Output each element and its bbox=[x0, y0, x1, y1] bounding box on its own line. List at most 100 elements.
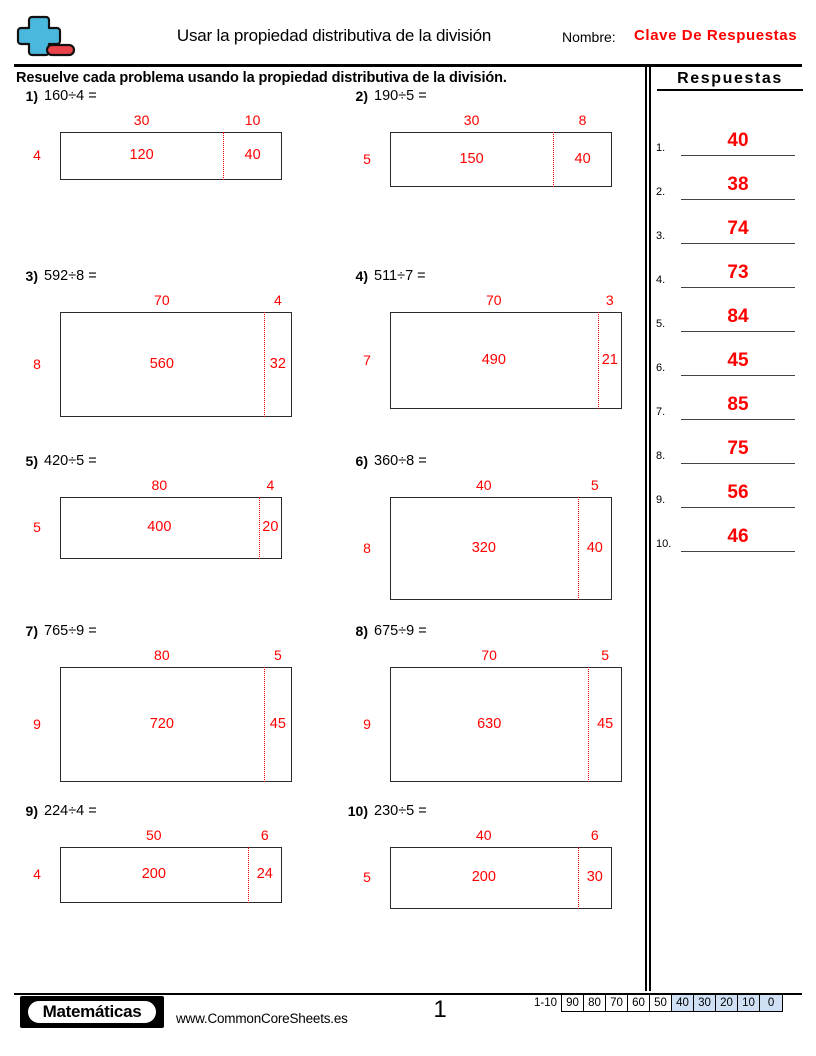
footer-divider bbox=[14, 993, 802, 995]
problem-statement: 5)420÷5 = bbox=[0, 453, 645, 475]
segment-divider bbox=[263, 667, 265, 782]
scale-cell: 50 bbox=[650, 995, 673, 1011]
model-rectangle bbox=[60, 132, 282, 180]
divisor-label: 8 bbox=[33, 355, 41, 372]
scale-cell: 80 bbox=[584, 995, 607, 1011]
left-partial-product: 400 bbox=[147, 519, 172, 535]
name-value: Clave De Respuestas bbox=[634, 27, 798, 44]
problem-number: 2) bbox=[355, 88, 368, 104]
model-rectangle bbox=[390, 132, 612, 187]
problem-number: 6) bbox=[355, 453, 368, 469]
scale-cell: 30 bbox=[694, 995, 717, 1011]
answer-blank-line bbox=[681, 154, 795, 156]
scale-range-label: 1-10 bbox=[534, 997, 558, 1009]
answer-blank-line bbox=[681, 330, 795, 332]
problem-expression: 765÷9 = bbox=[44, 623, 97, 639]
answer-number: 8. bbox=[656, 450, 666, 462]
right-partial-label: 8 bbox=[578, 112, 587, 128]
left-partial-label: 80 bbox=[154, 647, 170, 663]
divisor-label: 5 bbox=[33, 519, 41, 535]
problem-expression: 224÷4 = bbox=[44, 803, 97, 819]
problem-statement: 6) 360÷8 = bbox=[0, 453, 645, 475]
problem-statement: 10)230÷5 = bbox=[0, 803, 645, 825]
answer-row: 10.46 bbox=[655, 508, 801, 552]
left-partial-product: 200 bbox=[141, 866, 166, 882]
segment-divider bbox=[577, 847, 579, 909]
segment-divider bbox=[263, 312, 265, 417]
model-rectangle bbox=[60, 312, 292, 417]
left-partial-product: 320 bbox=[471, 539, 496, 556]
right-partial-label: 3 bbox=[605, 292, 614, 308]
left-partial-label: 70 bbox=[481, 647, 497, 663]
divisor-label: 4 bbox=[33, 147, 41, 163]
left-partial-product: 150 bbox=[459, 150, 484, 167]
answer-blank-line bbox=[681, 550, 795, 552]
segment-divider bbox=[588, 667, 590, 782]
left-partial-product: 720 bbox=[149, 715, 174, 732]
problem-number: 8) bbox=[355, 623, 368, 639]
divisor-label: 8 bbox=[363, 539, 371, 556]
answer-blank-line bbox=[681, 198, 795, 200]
scale-cell: 70 bbox=[606, 995, 629, 1011]
right-partial-product: 40 bbox=[244, 147, 261, 163]
right-partial-label: 4 bbox=[266, 477, 275, 493]
left-partial-product: 490 bbox=[481, 351, 506, 368]
right-partial-label: 5 bbox=[273, 647, 282, 663]
brand-label: Matemáticas bbox=[26, 999, 158, 1025]
right-partial-label: 5 bbox=[590, 477, 599, 493]
answers-heading: Respuestas bbox=[657, 70, 803, 91]
scale-cell: 40 bbox=[672, 995, 695, 1011]
segment-divider bbox=[597, 312, 599, 409]
answer-value: 45 bbox=[727, 350, 749, 371]
problem-number: 9) bbox=[25, 803, 38, 819]
answer-row: 1.40 bbox=[655, 112, 801, 156]
right-partial-label: 4 bbox=[273, 292, 282, 308]
divisor-label: 9 bbox=[363, 715, 371, 732]
answer-row: 9.56 bbox=[655, 464, 801, 508]
problem-expression: 360÷8 = bbox=[374, 453, 427, 469]
divisor-label: 4 bbox=[33, 866, 41, 882]
section-divider bbox=[645, 66, 651, 991]
answer-value: 56 bbox=[727, 482, 749, 503]
segment-divider bbox=[258, 497, 260, 559]
left-partial-label: 40 bbox=[476, 477, 492, 493]
problem-number: 7) bbox=[25, 623, 38, 639]
answer-value: 38 bbox=[727, 174, 749, 195]
problem-expression: 675÷9 = bbox=[374, 623, 427, 639]
problem-statement: 8) 675÷9 = bbox=[0, 623, 645, 645]
header-divider bbox=[14, 64, 802, 67]
problem-statement: 4)511÷7 = bbox=[0, 268, 645, 290]
problem-expression: 190÷5 = bbox=[374, 88, 427, 104]
answer-row: 6.45 bbox=[655, 332, 801, 376]
page-number: 1 bbox=[433, 996, 447, 1023]
left-partial-product: 200 bbox=[471, 869, 496, 885]
model-rectangle bbox=[60, 847, 282, 903]
answer-number: 1. bbox=[656, 142, 666, 154]
plus-minus-logo-icon bbox=[14, 14, 106, 60]
left-partial-label: 50 bbox=[146, 827, 162, 843]
right-partial-product: 21 bbox=[601, 351, 618, 368]
right-partial-product: 40 bbox=[574, 150, 591, 167]
scale-cell: 0 bbox=[760, 995, 783, 1011]
left-partial-label: 40 bbox=[476, 827, 492, 843]
problem-expression: 160÷4 = bbox=[44, 88, 97, 104]
model-rectangle bbox=[60, 667, 292, 782]
answer-blank-line bbox=[681, 506, 795, 508]
right-partial-product: 20 bbox=[262, 519, 279, 535]
left-partial-product: 560 bbox=[149, 355, 174, 372]
